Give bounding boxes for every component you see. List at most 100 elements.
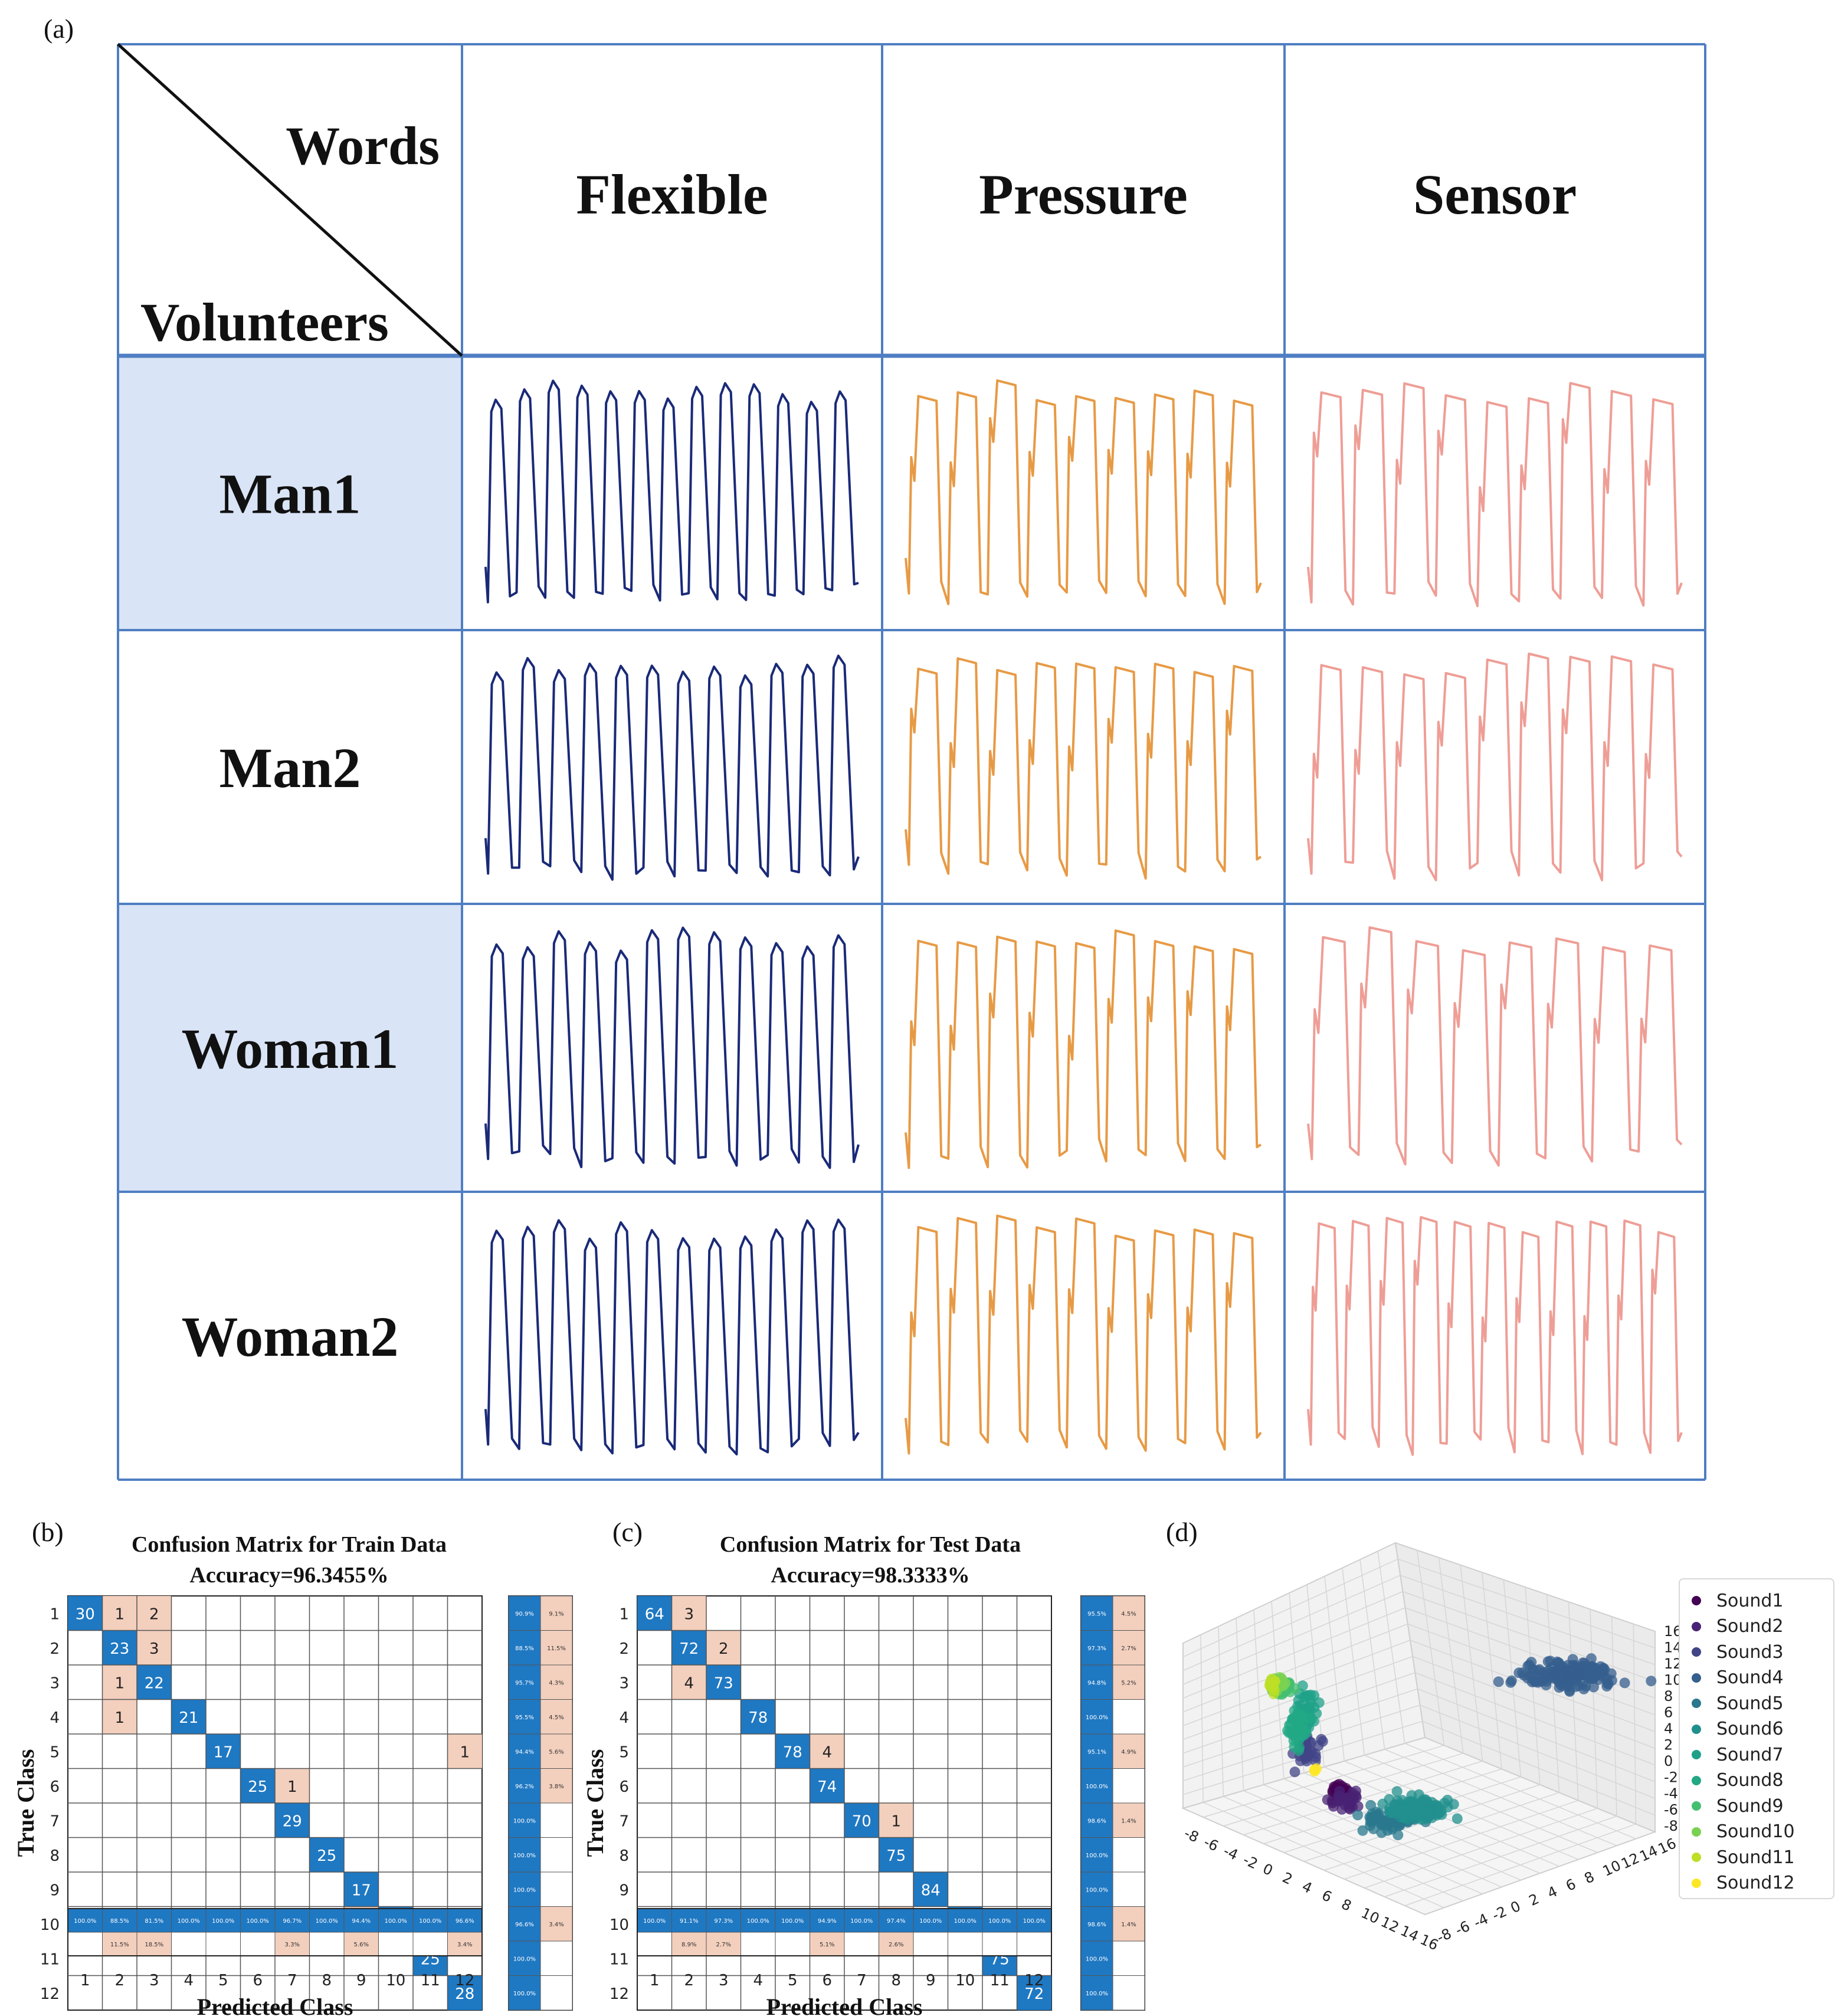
legend-marker [1692,1775,1701,1785]
cm-col-summary-error-text: 8.9% [681,1942,696,1948]
cm-row-tick: 9 [619,1881,629,1899]
cm-row-summary-error-text: 4.5% [1121,1611,1136,1617]
row-header-woman1: Woman1 [181,1017,398,1080]
cm-col-summary-correct [948,1908,983,1933]
cm-col-summary-correct [671,1908,707,1933]
cm-cell-value: 25 [248,1778,267,1796]
cm-row-tick: 9 [50,1881,60,1899]
legend-item: Sound11 [1692,1845,1795,1869]
cm-col-summary-correct-text: 91.1% [680,1918,699,1925]
cm-row-summary-error-text: 1.4% [1121,1818,1136,1824]
scatter-x-tick: -8 [1181,1825,1201,1845]
cm-row-summary-error-text: 3.8% [549,1784,563,1790]
cm-col-tick: 3 [149,1972,159,1989]
scatter-point-sound5 [1365,1820,1376,1831]
scatter-point-sound4 [1585,1653,1597,1664]
cm-col-tick: 12 [455,1972,474,1989]
cm-row-summary-error [540,1630,573,1666]
legend-label: Sound4 [1716,1667,1784,1688]
cm-cell-value: 22 [145,1674,164,1692]
cm-row-summary-correct-text: 88.5% [515,1645,534,1652]
legend-label: Sound7 [1716,1744,1784,1765]
cm-cell-value: 74 [817,1778,837,1796]
row-label-highlight [118,356,462,630]
scatter-point-sound6 [1411,1798,1423,1810]
scatter-y-tick: 0 [1508,1898,1523,1917]
waveform-sensor-woman2 [1307,1216,1683,1456]
cm-col-summary-error [1017,1932,1052,1956]
scatter-y-tick: -4 [1471,1910,1491,1931]
cm-cell [68,1596,103,1631]
cm-col-summary-correct-text: 100.0% [178,1918,200,1925]
cm-cell-value: 84 [921,1881,941,1899]
legend-label: Sound8 [1716,1770,1784,1791]
cm-col-summary-error [136,1932,172,1956]
cm-row-tick: 7 [50,1812,60,1830]
scatter-point-sound8 [1298,1715,1309,1726]
cm-cell-value: 4 [684,1674,694,1692]
cm-col-summary-error [810,1932,845,1956]
cm-col-summary-correct-text: 100.0% [850,1918,873,1925]
cm-cell [206,1734,241,1769]
cm-cell-value: 78 [748,1709,768,1727]
scatter-point-sound8 [1295,1724,1306,1735]
scatter-z-tick: 4 [1664,1720,1673,1737]
scatter-point-sound6 [1439,1798,1450,1809]
cm-cell-value: 1 [114,1605,124,1623]
cm-col-summary-correct-text: 100.0% [419,1918,441,1925]
cm-cell-value: 78 [783,1743,802,1761]
waveform-sensor-man2 [1307,653,1683,881]
cm-col-summary-correct [240,1908,276,1933]
cm-cell-value: 25 [317,1847,336,1865]
cm-col-summary-correct-text: 100.0% [954,1918,977,1925]
scatter-x-tick: 8 [1339,1896,1354,1915]
scatter-z-tick: -2 [1664,1769,1678,1786]
legend-item: Sound2 [1692,1615,1784,1638]
cm-row-summary-correct [508,1802,541,1838]
scatter-point-sound6 [1377,1798,1388,1810]
legend-marker [1692,1596,1701,1605]
cm-row-summary-error [540,1802,573,1838]
cm-row-summary-correct-text: 97.3% [1087,1645,1106,1652]
cm-row-summary-error-text: 5.6% [549,1749,563,1755]
cm-col-summary-correct-text: 100.0% [919,1918,942,1925]
cm-cell-value: 2 [719,1640,729,1658]
cm-row-summary-correct-text: 95.5% [515,1715,534,1721]
cm-row-summary-correct [508,1975,541,2011]
cm-cell [706,1665,741,1700]
cm-cell-value: 72 [679,1640,699,1658]
cm-col-summary-error [844,1932,879,1956]
cm-xlabel-0: Predicted Class [197,1994,353,2016]
cm-row-summary-correct-text: 100.0% [513,1818,536,1824]
cm-col-summary-correct [1017,1908,1052,1933]
scatter-gridline [1377,1551,1405,1744]
cm-col-summary-correct [274,1908,310,1933]
cm-col-summary-error-text: 2.6% [889,1942,903,1948]
waveform-flexible-woman2 [484,1218,860,1456]
scatter-x-tick: 4 [1299,1878,1315,1897]
scatter-y-tick: 16 [1656,1835,1679,1857]
cm-col-summary-error [171,1932,207,1956]
cm-row-summary-correct [1080,1871,1113,1907]
cm-col-summary-error [671,1932,707,1956]
cm-cell-value: 2 [149,1605,159,1623]
scatter-point-sound5 [1352,1810,1364,1821]
cm-col-summary-correct-text: 81.5% [145,1918,163,1925]
cm-cell [102,1596,137,1631]
row-label-highlight [118,904,462,1192]
cm-cell [275,1803,310,1838]
scatter-point-sound6 [1391,1786,1403,1797]
cm-row-tick: 8 [50,1847,60,1865]
waveform-pressure-woman2 [905,1214,1262,1455]
scatter-point-sound4 [1597,1663,1608,1674]
cm-col-tick: 7 [287,1972,297,1989]
cm-col-summary-correct [205,1908,241,1933]
scatter-point-sound4 [1539,1674,1550,1685]
cm-row-summary-correct-text: 98.6% [1087,1818,1106,1824]
scatter-point-sound5 [1357,1825,1368,1836]
column-header-pressure: Pressure [979,163,1188,226]
cm-col-tick: 12 [1024,1972,1044,1989]
cm-row-summary-error [540,1906,573,1942]
cm-row-summary-error-text: 5.2% [1121,1680,1136,1686]
cm-cell-value: 1 [891,1812,901,1830]
